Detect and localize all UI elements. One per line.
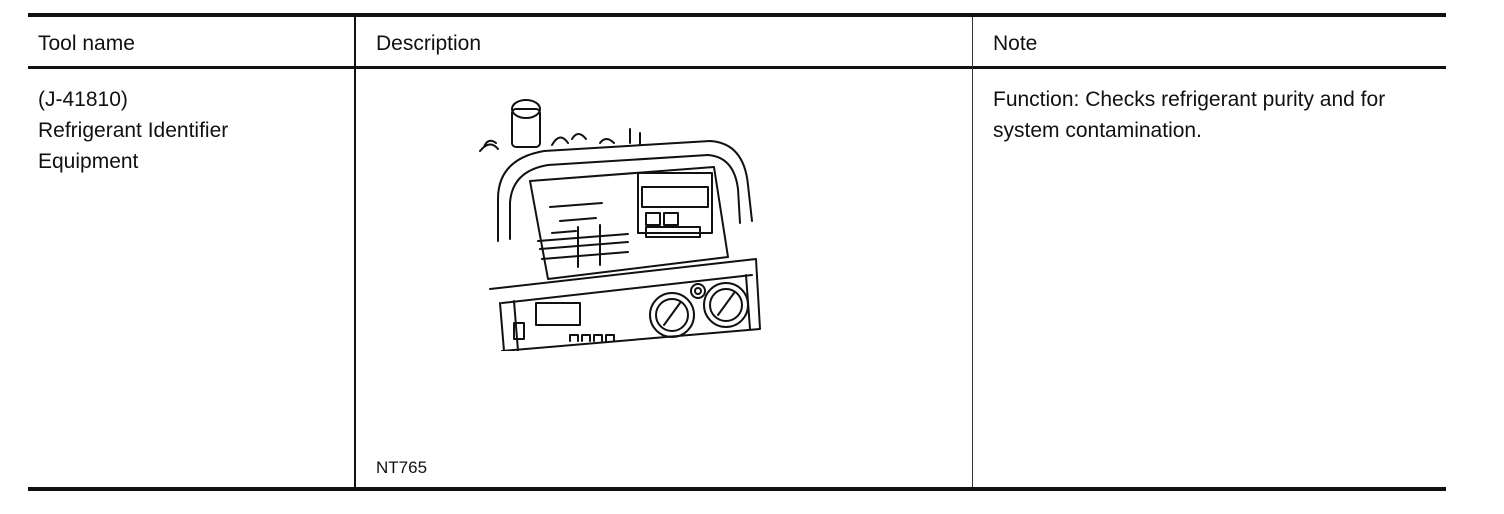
refrigerant-identifier-illustration: [479, 99, 761, 351]
tool-name-cell: (J-41810) Refrigerant Identifier Equipme…: [38, 88, 229, 173]
header-description: Description: [376, 32, 482, 55]
note-cell: Function: Checks refrigerant purity and …: [993, 88, 1386, 142]
header-tool-name: Tool name: [38, 32, 135, 55]
header-note: Note: [993, 32, 1038, 55]
column-divider: [354, 17, 356, 487]
special-tool-table: Tool name Description Note (J-41810) Ref…: [28, 13, 1446, 491]
figure-code: NT765: [376, 458, 428, 477]
column-divider: [972, 17, 973, 487]
table-header-row: [28, 17, 1446, 69]
